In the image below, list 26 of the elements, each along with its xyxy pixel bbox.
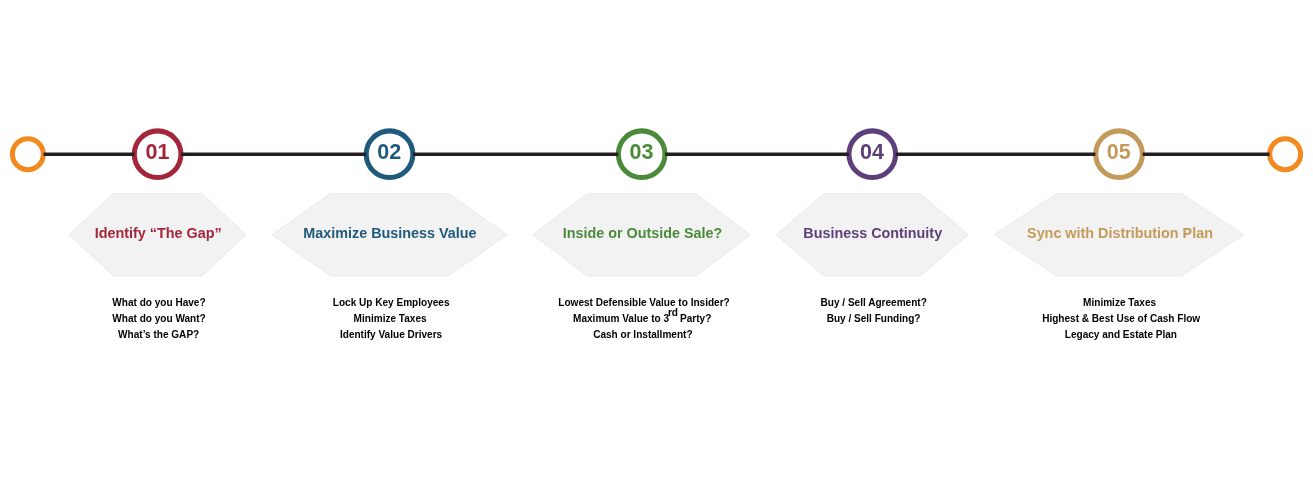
node-label: Minimize Taxes [353,312,427,324]
connector [181,152,366,156]
node-circle: 05 [1093,128,1145,181]
node-label: What do you Want? [112,312,206,324]
node-label: Legacy and Estate Plan [1064,328,1178,340]
node-circle: 04 [846,128,899,181]
node-label: Highest & Best Use of Cash Flow [1042,312,1201,324]
node-circle: 03 [615,128,668,181]
node-circle [9,136,46,173]
connector [412,152,619,156]
node-label: Cash or Installment? [593,328,693,340]
node-label: Identify Value Drivers [339,328,443,340]
node-label: Lowest Defensible Value to Insider? [558,296,730,308]
node-circle: 01 [131,128,184,181]
connector [665,152,849,156]
connector [43,152,135,156]
node-circle [1267,136,1304,173]
node-label: Minimize Taxes [1083,296,1157,308]
node-label: Buy / Sell Funding? [826,312,921,324]
connector [1142,152,1270,156]
node-label: What do you Have? [112,296,206,308]
node-label: Buy / Sell Agreement? [820,296,927,308]
connector [895,152,1096,156]
node-circle: 02 [363,128,416,181]
node-label: What’s the GAP? [118,328,200,340]
node-label: Lock Up Key Employees [332,296,450,308]
